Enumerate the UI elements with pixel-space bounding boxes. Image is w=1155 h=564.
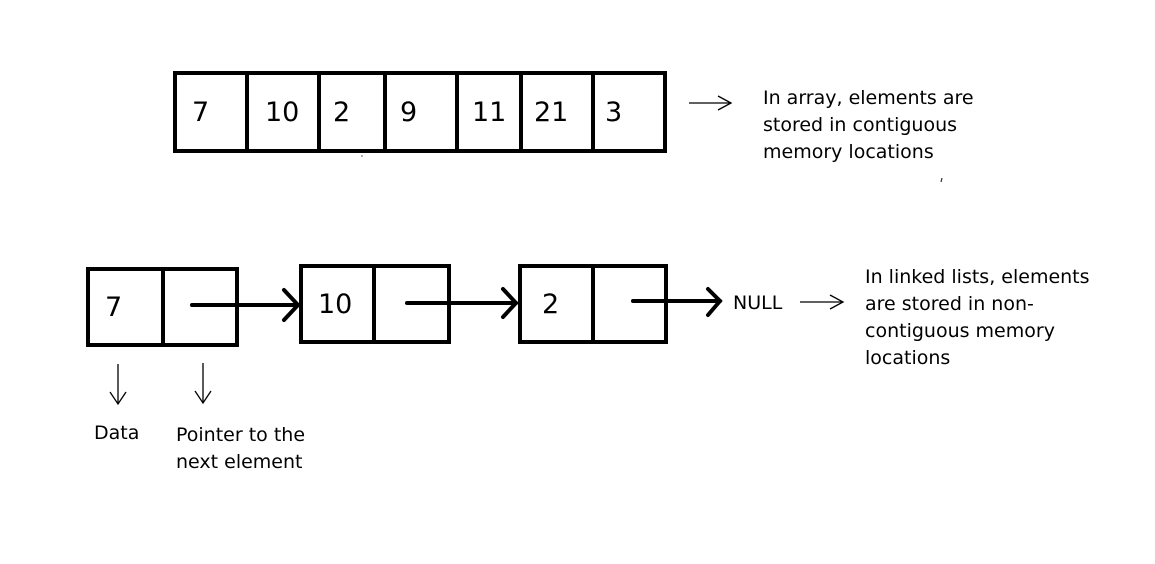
data-label: Data: [94, 422, 140, 444]
list-node: 7: [86, 267, 239, 347]
node-data-field: 10: [303, 268, 376, 340]
list-node: 10: [299, 264, 451, 344]
pointer-down-arrow-icon: [194, 363, 212, 405]
array-cell-value: 2: [333, 97, 351, 128]
array-description: In array, elements are stored in contigu…: [763, 85, 974, 166]
linked-list-description: In linked lists, elements are stored in …: [865, 264, 1090, 372]
array-cell-value: 21: [534, 97, 569, 128]
array-cell: 3: [595, 75, 663, 149]
array-cell-value: 7: [192, 97, 210, 128]
node-pointer-field: [376, 268, 447, 340]
array-cell: 10: [249, 75, 321, 149]
linked-list-description-line: In linked lists, elements: [865, 266, 1090, 288]
node-data-value: 10: [318, 289, 353, 320]
array-cell-value: 9: [400, 97, 418, 128]
speck: [361, 155, 363, 157]
data-down-arrow-icon: [109, 364, 127, 406]
speck: [940, 177, 943, 183]
node-pointer-field: [595, 268, 664, 340]
node-data-value: 7: [105, 292, 123, 323]
array-cell-value: 10: [265, 97, 300, 128]
node-data-value: 2: [542, 289, 560, 320]
array-cell: 9: [387, 75, 459, 149]
array-description-arrow-icon: [689, 95, 733, 111]
node-data-field: 2: [522, 268, 595, 340]
array-cell: 2: [321, 75, 387, 149]
array-description-line: In array, elements are: [763, 87, 974, 109]
node-data-field: 7: [90, 271, 165, 343]
linked-list-description-line: locations: [865, 347, 951, 369]
array-description-line: memory locations: [763, 141, 934, 163]
array-cell: 21: [523, 75, 595, 149]
array-description-line: stored in contiguous: [763, 114, 958, 136]
pointer-label-line: next element: [176, 451, 303, 473]
linked-list-description-arrow-icon: [800, 294, 845, 310]
array-cell-value: 3: [605, 97, 623, 128]
null-label: NULL: [733, 292, 783, 314]
pointer-label: Pointer to the next element: [176, 422, 305, 476]
array-cell: 7: [177, 75, 249, 149]
list-node: 2: [518, 264, 668, 344]
array-cell: 11: [459, 75, 523, 149]
linked-list-description-line: contiguous memory: [865, 320, 1055, 342]
node-pointer-field: [165, 271, 235, 343]
linked-list-description-line: are stored in non-: [865, 293, 1034, 315]
array-diagram: 7 10 2 9 11 21 3: [173, 71, 667, 153]
array-cell-value: 11: [472, 97, 507, 128]
pointer-label-line: Pointer to the: [176, 424, 306, 446]
